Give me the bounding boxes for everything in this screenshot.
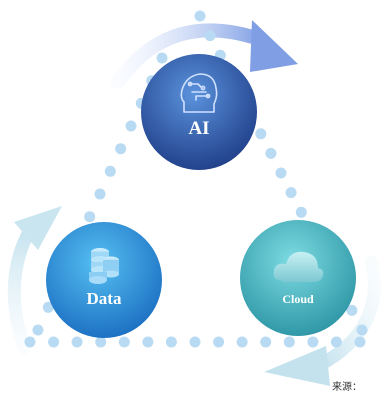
left-cycle-arrow: [7, 206, 62, 355]
ai-node-label: AI: [188, 118, 210, 139]
connector-dot: [24, 336, 36, 348]
connector-dot: [104, 165, 116, 177]
connector-dot: [165, 336, 177, 348]
connector-dot: [213, 336, 225, 348]
connector-dot: [275, 167, 287, 179]
cloud-node: [240, 220, 356, 336]
connector-dot: [71, 336, 83, 348]
connector-dot: [95, 336, 107, 348]
connector-dot: [283, 336, 295, 348]
connector-dot: [307, 336, 319, 348]
database-stack-icon: [89, 248, 119, 284]
connector-dot: [295, 206, 307, 218]
connector-dot: [118, 336, 130, 348]
connector-dot: [94, 188, 106, 200]
connector-dot: [285, 187, 297, 199]
connector-dot: [125, 120, 137, 132]
ai-node: [141, 54, 257, 170]
right-cycle-arrow: [264, 255, 381, 386]
connector-dot: [142, 336, 154, 348]
connector-dot: [265, 147, 277, 159]
connector-dot: [48, 336, 60, 348]
connector-dot: [189, 336, 201, 348]
dotted-connector-data-cloud: [24, 336, 366, 348]
connector-dot: [346, 304, 358, 316]
connector-dot: [330, 336, 342, 348]
connector-dot: [260, 336, 272, 348]
connector-dot: [115, 143, 127, 155]
connector-dot: [236, 336, 248, 348]
connector-dot: [354, 336, 366, 348]
connector-dot: [42, 301, 54, 313]
data-node-label: Data: [86, 289, 122, 308]
cloud-icon: [273, 251, 324, 282]
connector-dot: [204, 30, 216, 42]
cloud-node-label: Cloud: [282, 292, 314, 306]
top-cycle-arrow: [111, 20, 298, 89]
connector-dot: [32, 324, 44, 336]
connector-dot: [194, 10, 206, 22]
connector-dot: [356, 324, 368, 336]
connector-dot: [84, 211, 96, 223]
data-node: [46, 222, 162, 338]
ai-head-circuit-icon: [180, 73, 218, 113]
connector-dot: [255, 128, 267, 140]
connector-dot: [156, 52, 168, 64]
source-note: 来源：: [332, 382, 362, 393]
